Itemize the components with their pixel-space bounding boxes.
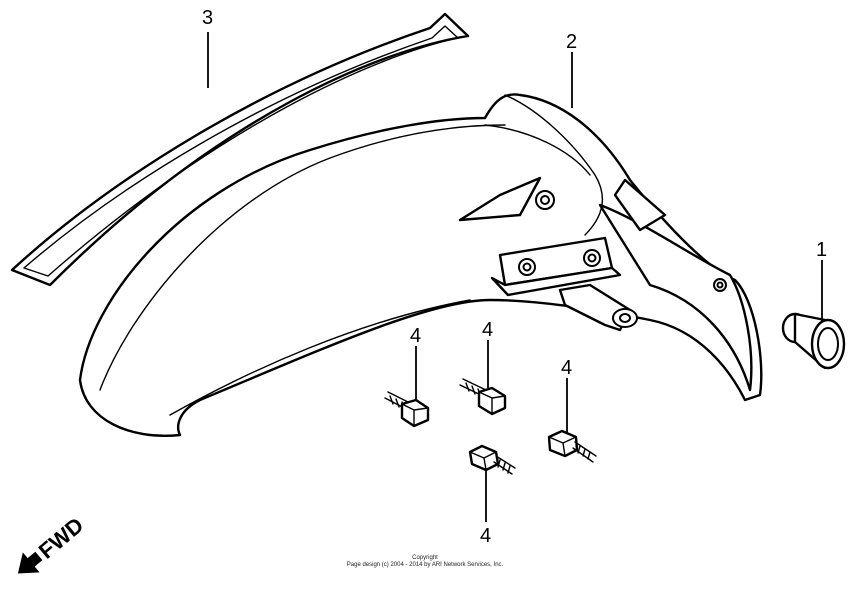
front-fender[interactable]: [78, 93, 763, 437]
forward-arrow-icon: [17, 551, 43, 574]
callout-part-3: 3: [202, 7, 213, 29]
copyright-notice: Page design (c) 2004 - 2014 by ARI Netwo…: [346, 562, 504, 568]
copyright-line: Copyright: [412, 555, 438, 561]
callout-part-4c: 4: [480, 525, 491, 547]
fender-stripe-emblem[interactable]: [10, 12, 470, 287]
callout-part-1: 1: [816, 239, 827, 261]
flange-bolt-c[interactable]: [468, 444, 516, 475]
callout-part-4d: 4: [561, 357, 572, 379]
grommet[interactable]: [781, 312, 846, 370]
forward-direction-indicator: FWD: [17, 512, 88, 574]
flange-bolt-a[interactable]: [384, 391, 430, 428]
flange-bolt-d[interactable]: [547, 429, 597, 463]
callout-part-4a: 4: [410, 325, 421, 347]
callout-part-4b: 4: [482, 319, 493, 341]
callout-part-2: 2: [566, 31, 577, 53]
flange-bolt-b[interactable]: [459, 378, 507, 416]
